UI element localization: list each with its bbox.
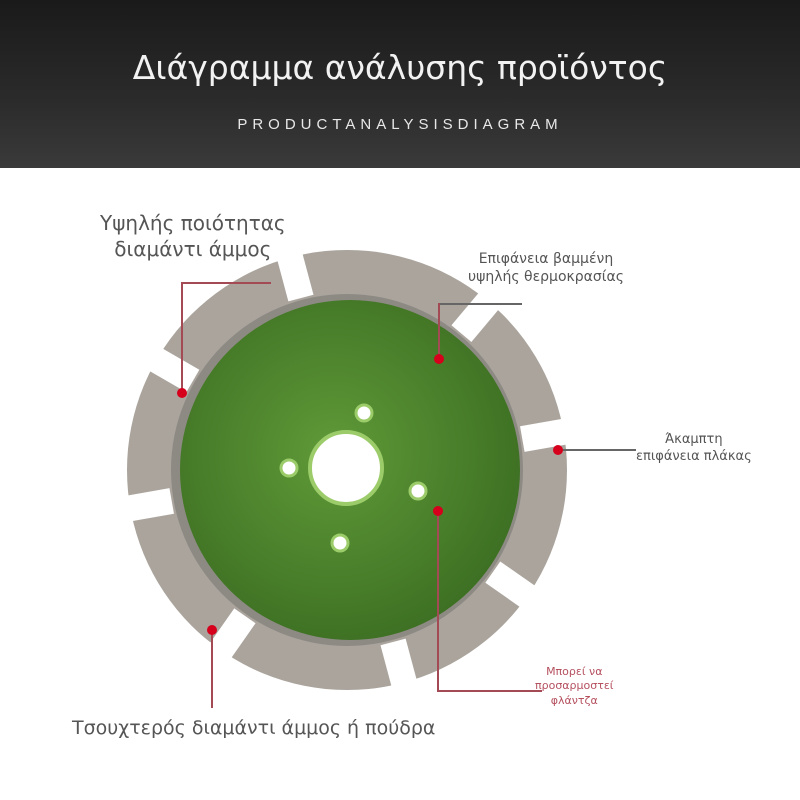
leader-line	[438, 303, 522, 305]
marker-dot	[207, 625, 217, 635]
callout-sintered: Τσουχτερός διαμάντι άμμος ή πούδρα	[72, 717, 436, 739]
bolt-hole	[279, 458, 299, 478]
callout-text: διαμάντι άμμος	[114, 237, 272, 261]
leader-line	[181, 282, 183, 394]
callout-painted-surface: Επιφάνεια βαμμένη υψηλής θερμοκρασίας	[468, 250, 624, 286]
bolt-hole	[408, 481, 428, 501]
page-title: Διάγραμμα ανάλυσης προϊόντος	[132, 48, 668, 87]
callout-flange: Μπορεί να προσαρμοστεί φλάντζα	[535, 665, 614, 708]
callout-text: Υψηλής ποιότητας	[100, 211, 286, 235]
marker-dot	[553, 445, 563, 455]
callout-text: Μπορεί να	[546, 665, 603, 678]
callout-text: προσαρμοστεί	[535, 679, 614, 693]
leader-line	[558, 449, 636, 451]
header-banner: Διάγραμμα ανάλυσης προϊόντος PRODUCTANAL…	[0, 0, 800, 168]
leader-line	[437, 512, 439, 691]
bolt-hole	[354, 403, 374, 423]
marker-dot	[433, 506, 443, 516]
leader-line	[211, 630, 213, 708]
marker-dot	[434, 354, 444, 364]
callout-text: Άκαμπτη	[665, 432, 723, 447]
callout-text: υψηλής θερμοκρασίας	[468, 269, 624, 286]
arbor-hole	[308, 430, 384, 506]
leader-line	[437, 690, 542, 692]
bolt-hole	[330, 533, 350, 553]
callout-rigid-plate: Άκαμπτη επιφάνεια πλάκας	[636, 432, 752, 466]
callout-diamond-quality: Υψηλής ποιότητας διαμάντι άμμος	[100, 210, 286, 262]
segment-gaps	[118, 244, 576, 696]
page-subtitle: PRODUCTANALYSISDIAGRAM	[237, 116, 563, 133]
leader-line	[438, 303, 440, 359]
marker-dot	[177, 388, 187, 398]
callout-text: επιφάνεια πλάκας	[636, 448, 752, 464]
callout-text: φλάντζα	[550, 693, 598, 707]
leader-line	[181, 282, 271, 284]
callout-text: Επιφάνεια βαμμένη	[478, 251, 614, 267]
